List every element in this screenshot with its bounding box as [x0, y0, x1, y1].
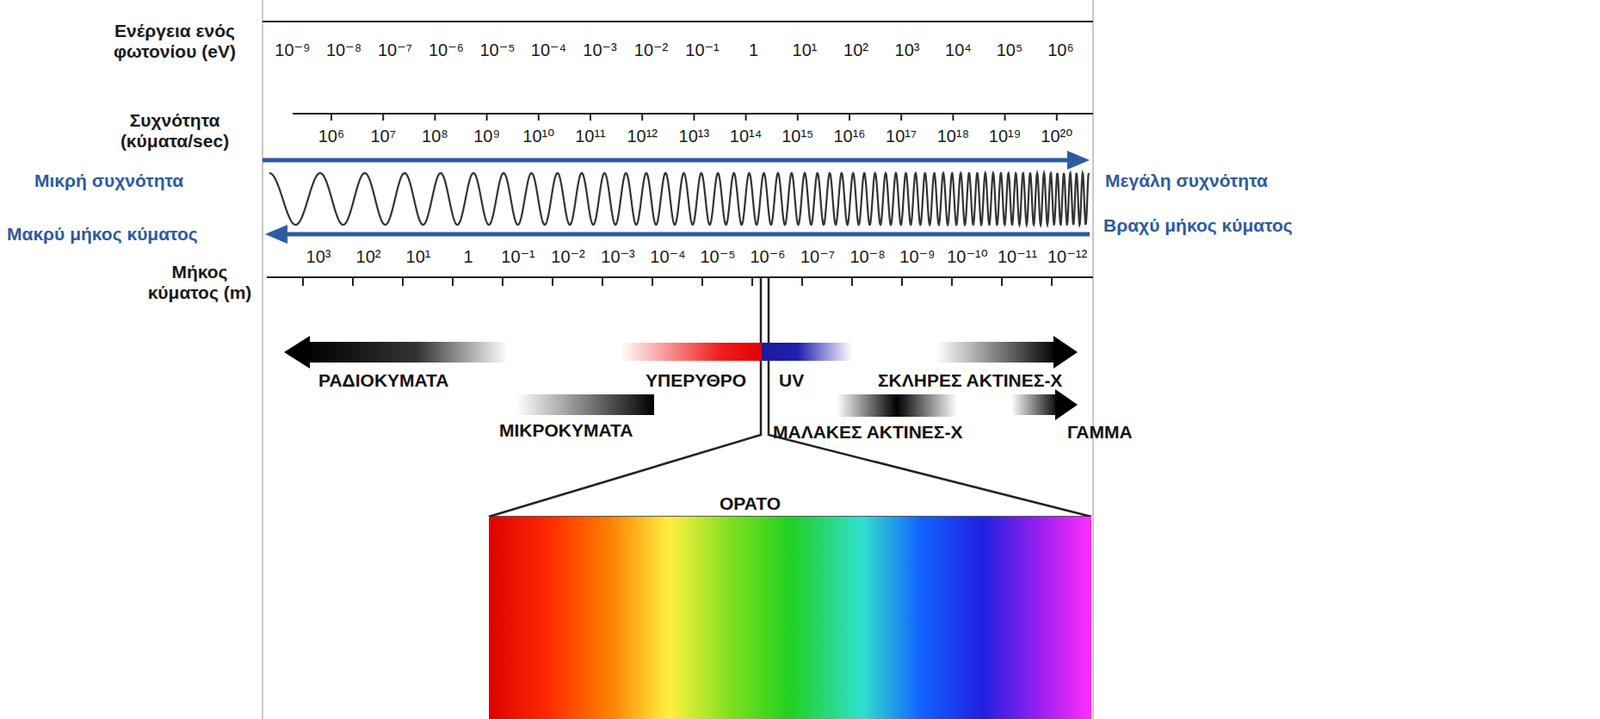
axis-tick-label: 10⁻³ [582, 40, 617, 61]
axis-tick-label: 10⁻¹ [500, 247, 535, 267]
axis-tick-label: 10⁻¹ [685, 40, 719, 61]
axis-tick-label: 10¹ [792, 40, 818, 61]
axis-tick-label: 10⁻⁶ [428, 40, 464, 61]
axis-tick-label: 10⁻² [550, 247, 585, 267]
axis-title: Μήκος κύματος (m) [143, 261, 256, 303]
axis-tick-label: 10⁻⁸ [326, 40, 362, 61]
axis-tick-label: 10⁻¹¹ [997, 247, 1038, 267]
axis-tick-label: 10³ [895, 40, 921, 61]
axis-tick-label: 10⁸ [421, 126, 449, 147]
arrow-label: Μεγάλη συχνότητα [1105, 170, 1268, 192]
axis-tick-label: 10¹⁰ [522, 126, 555, 147]
axis-tick-label: 10⁻⁴ [531, 40, 567, 61]
axis-tick-label: 10⁻⁶ [749, 247, 785, 267]
axis-tick-label: 10⁹ [473, 126, 501, 147]
axis-tick-label: 10⁵ [996, 40, 1024, 61]
axis-tick-label: 10⁻³ [600, 247, 635, 267]
axis-tick-label: 10²⁰ [1040, 126, 1073, 147]
axis-tick-label: 10⁻⁹ [274, 40, 310, 61]
axis-tick-label: 10⁻⁷ [377, 40, 413, 61]
axis-tick-label: 10⁻¹⁰ [946, 247, 988, 267]
axis-tick-label: 10⁷ [370, 126, 396, 147]
axis-tick-label: 10⁻⁸ [849, 247, 885, 267]
axis-tick-label: 10⁶ [318, 126, 345, 147]
axis-tick-label: 10¹⁸ [937, 126, 970, 147]
axis-tick-label: 10³ [306, 247, 332, 267]
axis-tick-label: 10¹⁴ [729, 126, 763, 147]
axis-tick-label: 10⁴ [945, 40, 972, 61]
band-label: ΟΡΑΤΟ [719, 493, 781, 514]
band-label: ΣΚΛΗΡΕΣ ΑΚΤΙΝΕΣ-Χ [877, 370, 1063, 391]
arrow-label: Μακρύ μήκος κύματος [6, 223, 198, 245]
axis-tick-label: 10¹⁷ [885, 126, 917, 147]
axis-tick-label: 10⁻² [634, 40, 668, 61]
band-label: ΓΑΜΜΑ [1067, 421, 1133, 443]
axis-tick-label: 10¹⁶ [833, 126, 865, 147]
axis-tick-label: 10⁻⁵ [479, 40, 515, 61]
axis-tick-label: 10² [356, 247, 382, 267]
axis-title: Συχνότητα (κύματα/sec) [88, 110, 261, 152]
axis-tick-label: 1 [463, 247, 473, 267]
axis-tick-label: 10⁻¹² [1047, 247, 1088, 267]
axis-tick-label: 10¹³ [679, 126, 711, 147]
band-label: UV [778, 370, 804, 391]
arrow-label: Βραχύ μήκος κύματος [1103, 215, 1293, 236]
axis-tick-label: 10⁻⁷ [800, 247, 835, 267]
axis-tick-label: 10¹⁵ [781, 126, 814, 147]
axis-tick-label: 10² [843, 40, 869, 61]
axis-tick-label: 1 [748, 40, 759, 61]
axis-tick-label: 10¹ [406, 247, 432, 267]
band-label: ΜΑΛΑΚΕΣ ΑΚΤΙΝΕΣ-Χ [772, 421, 963, 443]
axis-tick-label: 10¹² [626, 126, 658, 147]
band-label: ΜΙΚΡΟΚΥΜΑΤΑ [499, 420, 633, 441]
band-label: ΥΠΕΡΥΘΡΟ [645, 370, 747, 391]
axis-tick-label: 10⁻⁴ [649, 247, 686, 267]
axis-tick-label: 10¹¹ [574, 126, 606, 147]
axis-tick-label: 10⁻⁵ [699, 247, 736, 267]
axis-title: Ενέργεια ενός φωτονίου (eV) [88, 20, 261, 62]
axis-tick-label: 10¹⁹ [988, 126, 1021, 147]
arrow-label: Μικρή συχνότητα [34, 170, 184, 192]
axis-tick-label: 10⁶ [1047, 40, 1074, 61]
band-label: ΡΑΔΙΟΚΥΜΑΤΑ [318, 370, 449, 391]
axis-tick-label: 10⁻⁹ [899, 247, 935, 267]
